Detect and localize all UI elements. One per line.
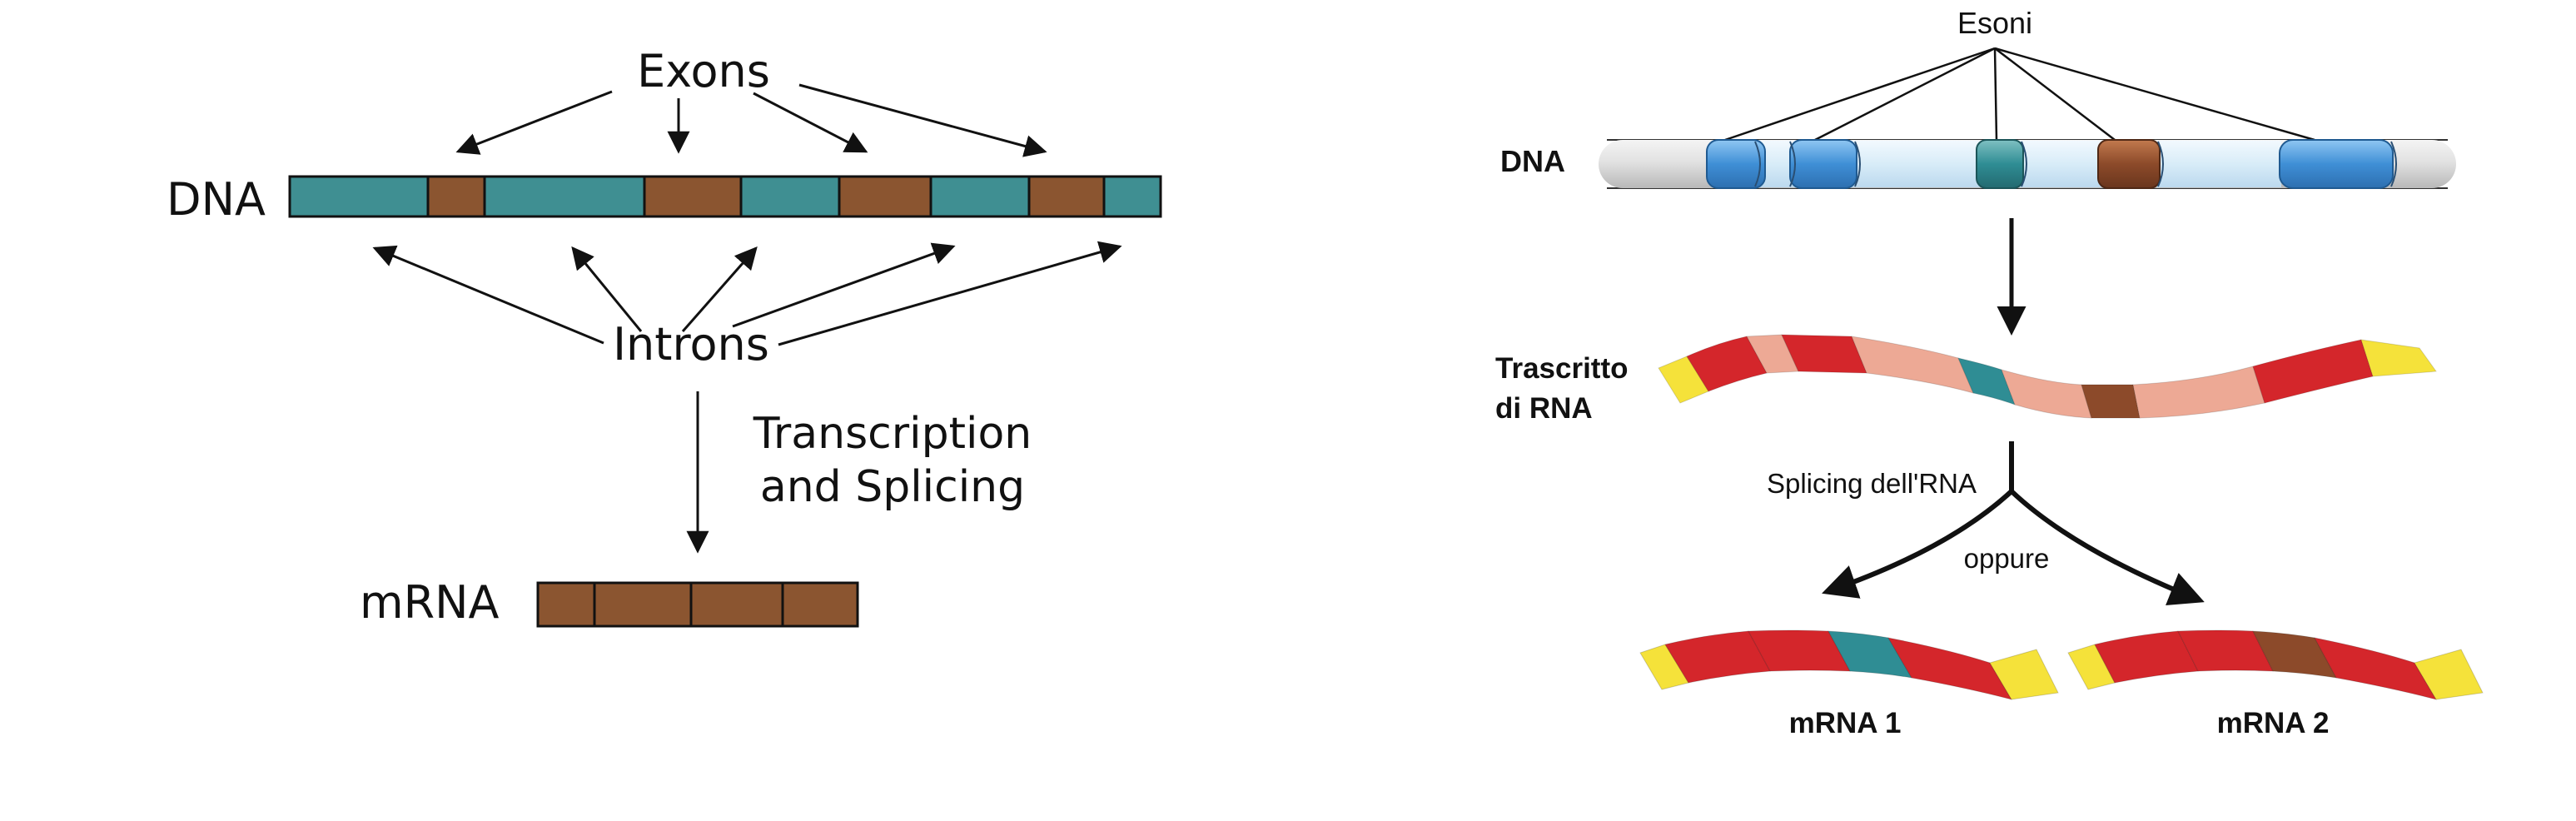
mrna1-label: mRNA 1 <box>1789 707 1902 739</box>
dna-bar <box>288 175 1162 218</box>
transcript-label-line2: di RNA <box>1495 392 1593 425</box>
dna-label-right: DNA <box>1500 144 1565 178</box>
mrna-1-strip <box>1639 629 2059 700</box>
intron-segment <box>483 175 646 218</box>
exon-arrow-3 <box>753 92 868 153</box>
exon-arrows <box>455 83 1047 157</box>
splicing-arrows <box>1822 441 2205 606</box>
right-diagram: Esoni DNA <box>1495 6 2484 739</box>
exon-segment <box>426 175 486 218</box>
mrna2-cap-3prime <box>2414 649 2484 700</box>
rod-exon-blue <box>1789 139 1857 189</box>
rod-exon-blue <box>1706 139 1766 189</box>
transcript-intron <box>2132 366 2265 419</box>
rod-exon-teal <box>1976 139 2024 189</box>
rod-exon-blue <box>2279 139 2394 189</box>
esoni-line-3 <box>1993 47 1998 141</box>
introns-label: Introns <box>613 318 769 371</box>
splicing-label: Splicing dell'RNA <box>1767 468 1977 499</box>
esoni-line-1 <box>1724 47 1996 142</box>
process-label-line1: Transcription <box>753 409 1032 459</box>
exon-segment <box>838 175 932 218</box>
exons-label: Exons <box>637 45 770 97</box>
transcript-exon <box>2252 339 2374 404</box>
intron-segment <box>929 175 1031 218</box>
exon-arrow-4 <box>798 83 1047 157</box>
splicing-arrow-left <box>1822 489 2014 599</box>
rod-exon-brown <box>2097 139 2161 189</box>
esoni-lines <box>1724 47 2315 142</box>
transcript-intron <box>1851 336 1974 394</box>
mrna-exon-segment <box>781 581 859 628</box>
left-diagram: Exons DNA Introns Tr <box>167 45 1162 629</box>
rod-intron <box>2156 141 2281 187</box>
intron-arrow-5 <box>778 241 1122 346</box>
splicing-arrow-right <box>2009 489 2205 606</box>
exon-segment <box>1027 175 1106 218</box>
mrna1-cap-3prime <box>1989 649 2059 700</box>
mrna-exon-segment <box>593 581 693 628</box>
intron-arrow-2 <box>571 246 643 332</box>
esoni-line-2 <box>1814 47 1996 142</box>
dna-label: DNA <box>167 173 266 226</box>
mrna-label: mRNA <box>360 576 500 629</box>
mrna-2-strip <box>2067 629 2484 700</box>
esoni-line-5 <box>1994 47 2315 142</box>
or-label: oppure <box>1964 543 2050 574</box>
rod-segment-dividers <box>1754 141 2397 187</box>
mrna-bar <box>536 581 859 628</box>
intron-arrows <box>372 241 1122 346</box>
rna-transcript <box>1658 334 2437 419</box>
transcript-label-line1: Trascritto <box>1495 352 1629 385</box>
intron-arrow-1 <box>372 245 604 345</box>
intron-arrow-4 <box>732 242 956 328</box>
rod-intron <box>1755 141 1980 187</box>
mrna-exon-segment <box>689 581 784 628</box>
esoni-label: Esoni <box>1957 6 2032 40</box>
rod-intron <box>2015 141 2106 187</box>
esoni-line-4 <box>1994 47 2116 141</box>
intron-segment <box>739 175 841 218</box>
cap-3prime <box>2360 339 2437 377</box>
intron-arrow-3 <box>681 246 758 332</box>
mrna-exon-segment <box>536 581 596 628</box>
intron-segment <box>1102 175 1162 218</box>
transcript-intron <box>2001 369 2092 419</box>
intron-segment <box>288 175 430 218</box>
process-label-line2: and Splicing <box>760 462 1025 512</box>
mrna2-label: mRNA 2 <box>2217 707 2330 739</box>
exon-arrow-1 <box>455 90 613 155</box>
transcript-exon-brown <box>2081 384 2141 419</box>
dna-rod <box>1599 139 2456 189</box>
exon-segment <box>643 175 743 218</box>
